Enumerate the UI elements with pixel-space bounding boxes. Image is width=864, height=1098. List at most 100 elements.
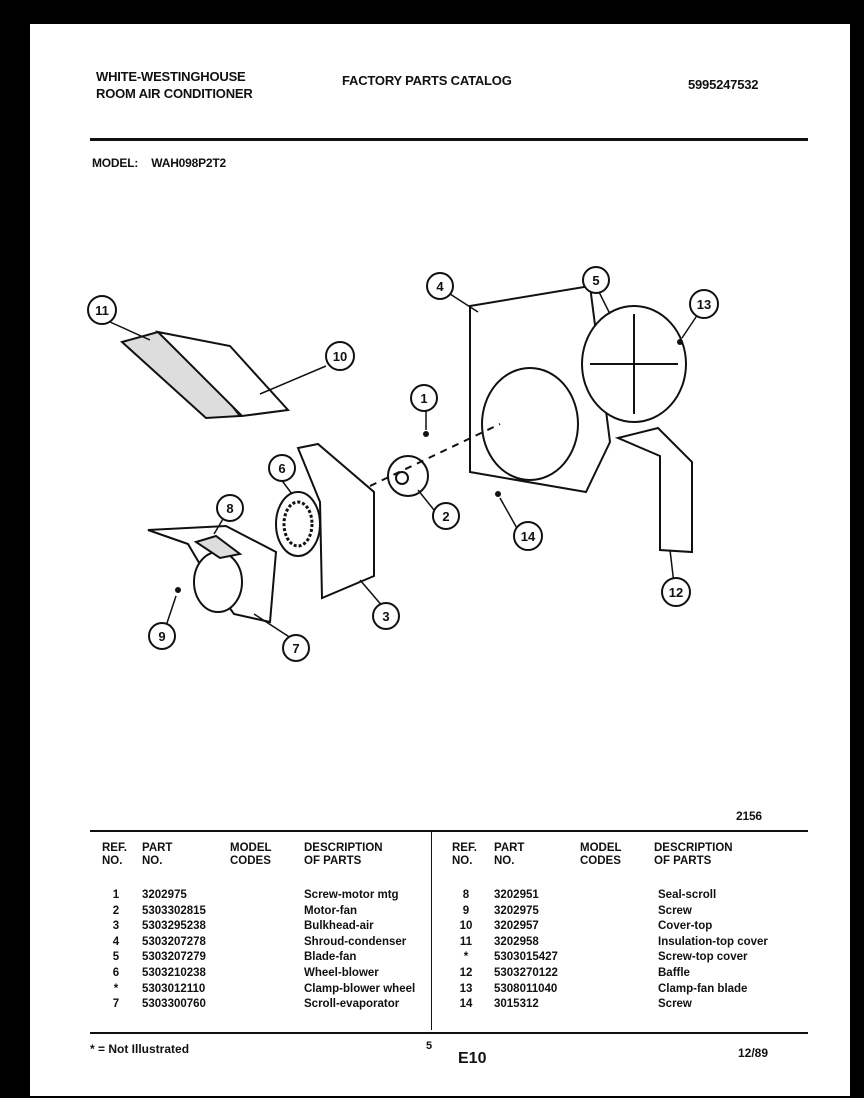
table-cell: 5303295238 (142, 920, 206, 933)
table-cell: 3202951 (494, 889, 539, 901)
table-cell: 5303210238 (142, 966, 206, 979)
catalog-page: WHITE-WESTINGHOUSE ROOM AIR CONDITIONER … (30, 24, 850, 1096)
table-cell: 5303207278 (142, 935, 206, 948)
table-cell: Clamp-blower wheel (304, 982, 416, 995)
table-cell: Clamp-fan blade (658, 982, 748, 995)
table-cell: 9 (462, 904, 470, 917)
table-cell: 3202957 (494, 920, 539, 933)
model-line: MODEL: WAH098P2T2 (92, 155, 226, 172)
header-desc-right: DESCRIPTION OF PARTS (654, 842, 733, 867)
header-model-right: MODEL CODES (580, 842, 622, 867)
table-cell: 6 (112, 966, 120, 979)
brand-line-2: ROOM AIR CONDITIONER (96, 86, 253, 101)
table-cell: 4 (112, 935, 120, 948)
part-bulkhead-air (296, 442, 375, 600)
drawing-number: 2156 (736, 809, 762, 823)
table-cell: Screw-motor mtg (304, 889, 399, 901)
svg-text:7: 7 (292, 641, 299, 656)
table-cell: 5303015427 (494, 951, 558, 964)
revision-date: 12/89 (738, 1046, 769, 1060)
table-divider (431, 832, 432, 1030)
brand-block: WHITE-WESTINGHOUSE ROOM AIR CONDITIONER (96, 68, 253, 102)
header-desc-left: DESCRIPTION OF PARTS (304, 842, 383, 867)
callout-4: 4 (426, 272, 454, 300)
svg-text:1: 1 (420, 391, 427, 406)
svg-text:4: 4 (436, 279, 444, 294)
table-cell: 13 (459, 982, 473, 995)
callout-8: 8 (216, 494, 244, 522)
table-cell: 10 (459, 920, 473, 933)
part-cover-top (154, 330, 291, 418)
svg-text:3: 3 (382, 609, 389, 624)
table-cell: 2 (112, 904, 120, 917)
svg-text:11: 11 (95, 303, 109, 318)
part-scroll-evaporator (147, 524, 278, 624)
table-cell: Wheel-blower (304, 966, 379, 979)
table-cell: 5303302815 (142, 904, 206, 917)
svg-text:10: 10 (333, 349, 347, 364)
part-screw-9 (175, 587, 181, 593)
table-cell: 5303300760 (142, 998, 206, 1011)
table-cell: Screw-top cover (658, 951, 748, 964)
table-cell: Seal-scroll (658, 889, 717, 901)
svg-text:13: 13 (697, 297, 711, 312)
col-ref-right: 8 9 10 11 * 12 13 14 (454, 888, 478, 1013)
part-blade-fan (581, 305, 687, 423)
callout-7: 7 (282, 634, 310, 662)
header-ref-right: REF. NO. (452, 842, 477, 867)
table-cell: Insulation-top cover (658, 935, 768, 948)
table-cell: 3202975 (142, 889, 187, 901)
svg-text:14: 14 (521, 529, 536, 544)
callout-13: 13 (689, 289, 719, 319)
table-cell: 5 (112, 951, 120, 964)
callout-6: 6 (268, 454, 296, 482)
table-cell: Motor-fan (304, 904, 358, 917)
table-cell: Screw (658, 904, 692, 917)
model-label: MODEL: (92, 156, 139, 170)
part-shroud-condenser (469, 284, 612, 494)
part-seal-scroll (193, 534, 243, 560)
part-screw-motor-mtg (423, 431, 429, 437)
section-code: E10 (458, 1050, 487, 1067)
page-number: 5 (426, 1040, 433, 1052)
table-cell: 7 (112, 998, 120, 1011)
col-desc-right: Seal-scroll Screw Cover-top Insulation-t… (658, 888, 768, 1013)
table-cell: Shroud-condenser (304, 935, 407, 948)
callout-3: 3 (372, 602, 400, 630)
table-cell: Cover-top (658, 920, 713, 933)
table-cell: 8 (462, 889, 470, 901)
part-motor-fan (387, 455, 429, 497)
table-cell: 5308011040 (494, 982, 558, 995)
callout-9: 9 (148, 622, 176, 650)
callout-12: 12 (661, 577, 691, 607)
callout-11: 11 (87, 295, 117, 325)
part-screw-14 (495, 491, 501, 497)
table-cell: Bulkhead-air (304, 920, 374, 933)
table-cell: 11 (459, 935, 473, 948)
col-desc-left: Screw-motor mtg Motor-fan Bulkhead-air S… (304, 888, 415, 1013)
brand-line-1: WHITE-WESTINGHOUSE (96, 69, 246, 84)
part-wheel-blower (275, 491, 321, 557)
part-baffle (614, 426, 693, 554)
table-cell: * (113, 982, 119, 995)
model-value: WAH098P2T2 (151, 156, 226, 170)
table-cell: 12 (459, 966, 473, 979)
catalog-title: FACTORY PARTS CATALOG (342, 73, 512, 88)
table-cell: Blade-fan (304, 951, 357, 964)
table-cell: 14 (459, 998, 473, 1011)
footnote: * = Not Illustrated (90, 1042, 190, 1056)
callout-10: 10 (325, 341, 355, 371)
parts-table: REF. NO. PART NO. MODEL CODES DESCRIPTIO… (90, 830, 808, 1034)
col-ref-left: 1 2 3 4 5 6 * 7 (106, 888, 126, 1013)
catalog-number: 5995247532 (688, 77, 759, 92)
svg-text:12: 12 (669, 585, 683, 600)
table-cell: Scroll-evaporator (304, 998, 400, 1011)
table-cell: 5303270122 (494, 966, 558, 979)
col-part-right: 3202951 3202975 3202957 3202958 53030154… (494, 888, 558, 1013)
table-cell: * (463, 951, 469, 964)
callout-14: 14 (513, 521, 543, 551)
table-cell: 3202975 (494, 904, 539, 917)
svg-text:5: 5 (592, 273, 599, 288)
table-cell: Baffle (658, 966, 690, 979)
col-part-left: 3202975 5303302815 5303295238 5303207278… (142, 888, 206, 1013)
